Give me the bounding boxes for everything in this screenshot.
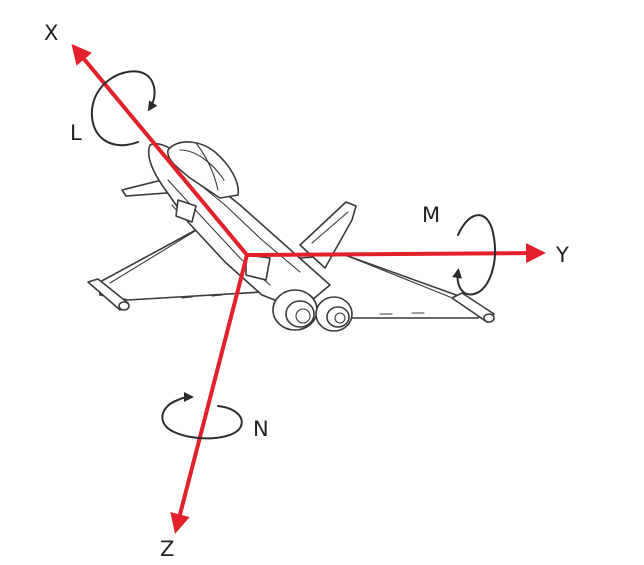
canopy	[167, 141, 240, 199]
y-axis-arrow	[246, 243, 546, 264]
roll-rotation-arrow	[90, 70, 158, 147]
body-axes	[71, 43, 546, 534]
right-wingtip-missile	[451, 292, 495, 323]
rotation-arrows	[90, 70, 496, 440]
yaw-rotation-arrow	[161, 392, 243, 440]
tail-fin	[299, 201, 357, 269]
yaw-moment-label: N	[253, 417, 269, 441]
intake	[175, 199, 271, 281]
left-wingtip-missile	[87, 278, 130, 311]
pitch-rotation-arrow	[452, 214, 496, 296]
z-axis-arrow	[170, 254, 249, 534]
moment-labels: L M N	[70, 121, 440, 441]
y-axis-label: Y	[555, 243, 569, 267]
pitch-moment-label: M	[422, 203, 440, 227]
right-engine-nozzle	[315, 296, 353, 332]
x-axis-label: X	[44, 21, 58, 45]
axis-labels: X Y Z	[44, 21, 569, 561]
x-axis-arrow	[71, 43, 249, 257]
aircraft-drawing	[87, 141, 495, 332]
left-engine-nozzle	[272, 289, 318, 331]
z-axis-label: Z	[160, 537, 174, 561]
roll-moment-label: L	[70, 121, 82, 145]
